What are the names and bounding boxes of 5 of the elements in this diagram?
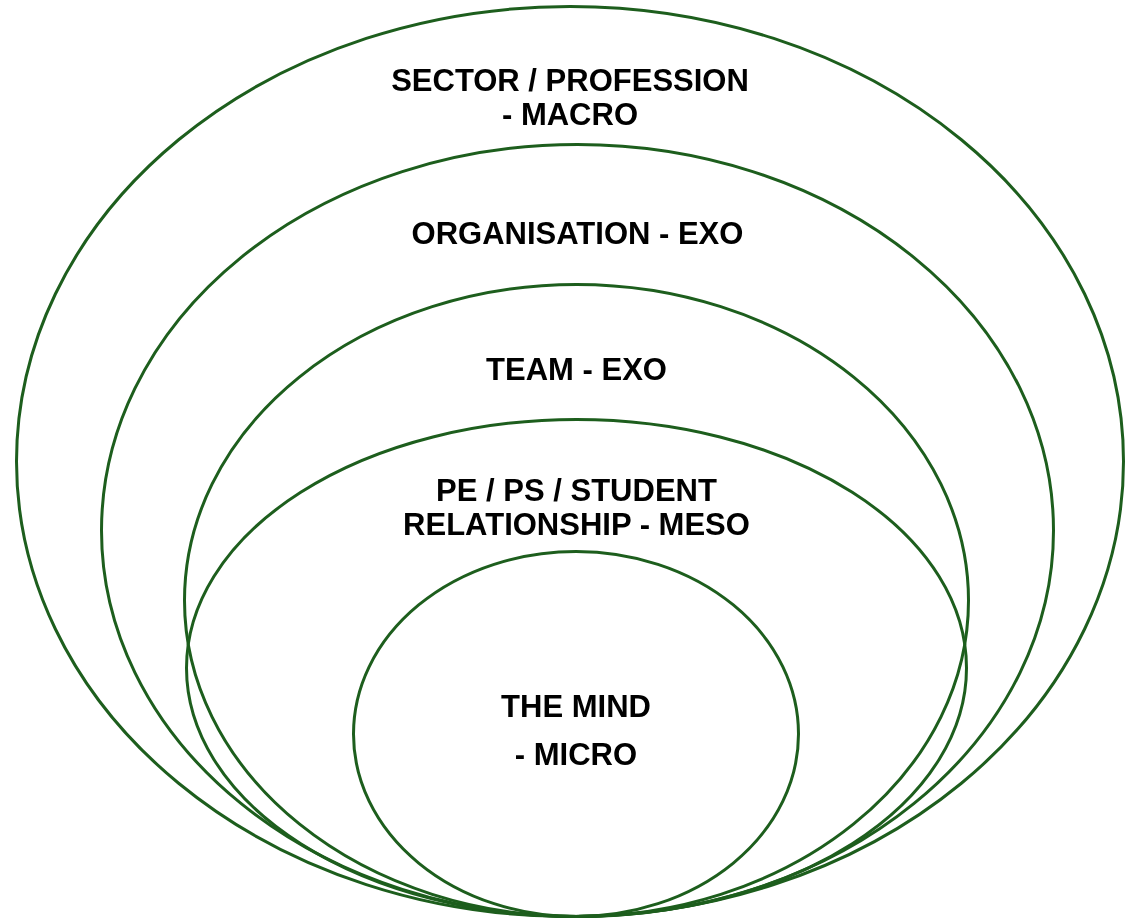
level-label: SECTOR / PROFESSION - MACRO [390,64,750,133]
level-label: ORGANISATION - EXO [410,217,745,252]
level-label: TEAM - EXO [485,353,668,388]
level-label: THE MIND - MICRO [500,688,652,775]
level-label: PE / PS / STUDENT RELATIONSHIP - MESO [402,474,751,543]
